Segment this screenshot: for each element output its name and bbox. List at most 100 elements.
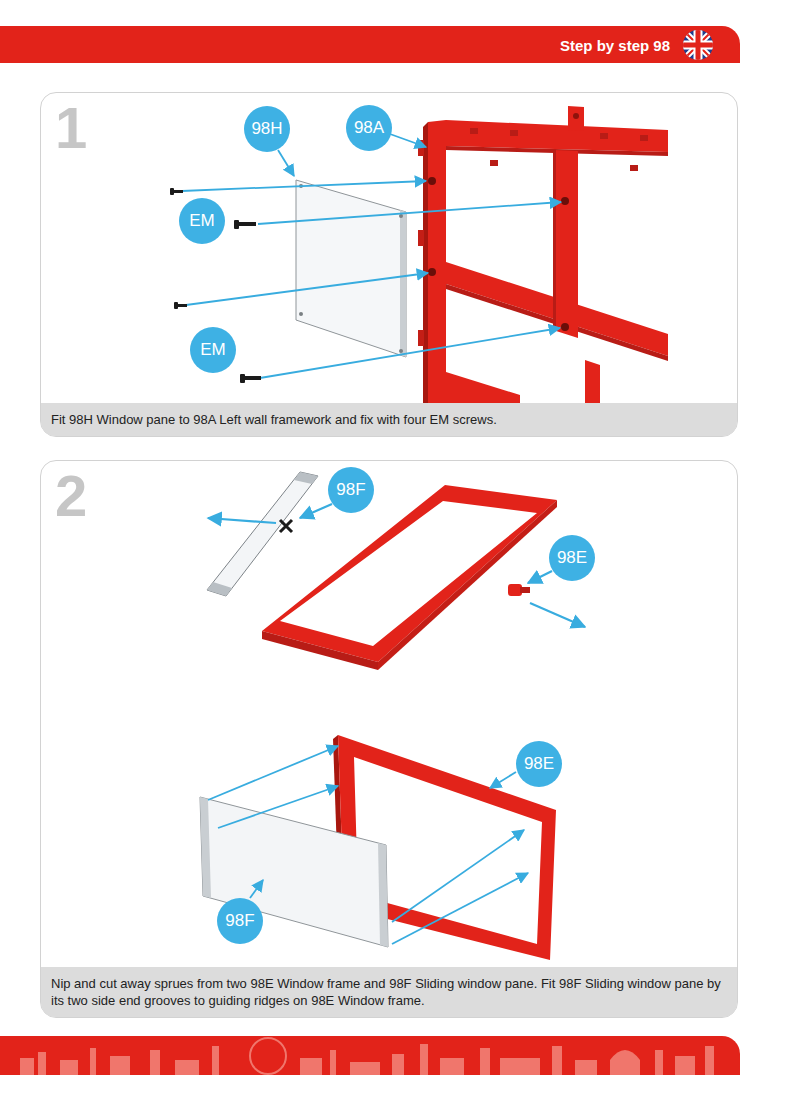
callout-circle: EM <box>190 327 236 373</box>
sliding-window-pane <box>200 797 388 947</box>
sliding-pane-sprue <box>207 472 318 596</box>
caption-text: Fit 98H Window pane to 98A Left wall fra… <box>51 411 727 428</box>
left-wall-framework <box>418 230 424 246</box>
london-skyline <box>38 1052 46 1075</box>
left-wall-framework <box>428 177 436 185</box>
callout-number: 98E <box>557 548 587 568</box>
left-wall-framework <box>428 120 446 408</box>
london-skyline <box>250 1038 286 1074</box>
footer-bar <box>0 1036 740 1075</box>
london-skyline <box>110 1056 130 1075</box>
header-bar <box>0 26 740 63</box>
callout-circle: 98A <box>346 105 392 151</box>
removal-arrows <box>208 518 276 523</box>
london-skyline <box>675 1056 695 1075</box>
london-skyline <box>552 1046 562 1075</box>
callout-number: EM <box>189 211 215 231</box>
assembly-arrows <box>208 746 528 944</box>
window-frame-sprue <box>378 500 557 670</box>
footer-bar <box>0 1036 740 1075</box>
caption-text: Nip and cut away sprues from two 98E Win… <box>51 975 727 1009</box>
em-screws <box>177 304 187 307</box>
assembly-arrows <box>218 786 338 828</box>
removal-arrows <box>528 571 552 583</box>
london-skyline <box>300 1058 322 1075</box>
london-skyline <box>420 1044 428 1075</box>
left-wall-framework <box>573 113 579 119</box>
left-wall-framework <box>585 360 600 405</box>
sliding-window-pane <box>200 797 211 898</box>
left-wall-framework <box>553 150 578 338</box>
left-wall-framework <box>490 160 498 166</box>
left-wall-framework <box>470 128 478 134</box>
callout-number: 98E <box>524 754 554 774</box>
window-frame-sprue <box>508 584 522 596</box>
london-skyline <box>392 1054 404 1075</box>
window-frame-sprue <box>520 587 530 593</box>
left-wall-framework <box>418 140 424 156</box>
screw-arrows <box>182 181 426 191</box>
london-skyline <box>60 1060 78 1075</box>
left-wall-framework <box>428 268 436 276</box>
sliding-window-pane <box>200 797 388 947</box>
uk-flag <box>682 29 714 61</box>
step-number: 2 <box>55 467 87 525</box>
assembly-arrows <box>490 772 516 788</box>
callout-circle: 98H <box>244 106 290 152</box>
left-wall-framework <box>553 150 556 331</box>
window-frame-sprue <box>262 485 557 670</box>
screw-arrows <box>182 134 561 378</box>
screw-arrows <box>260 328 560 378</box>
london-skyline <box>575 1060 597 1075</box>
left-wall-framework <box>561 197 569 205</box>
em-screws <box>238 222 256 226</box>
left-wall-framework <box>418 330 424 346</box>
window-frame-sprue <box>262 631 378 670</box>
sliding-pane-sprue <box>207 472 318 596</box>
assembly-arrows <box>250 880 263 898</box>
screw-arrows <box>390 134 426 147</box>
uk-flag <box>682 29 714 61</box>
uk-flag <box>682 29 714 61</box>
callout-number: EM <box>200 340 226 360</box>
callout-circle: 98F <box>217 898 263 944</box>
step-panel: 198H98AEMEMFit 98H Window pane to 98A Le… <box>40 92 738 437</box>
left-wall-framework <box>561 323 569 331</box>
callout-circle: EM <box>179 198 225 244</box>
london-skyline <box>212 1046 219 1075</box>
callout-circle: 98F <box>328 467 374 513</box>
uk-flag <box>682 29 714 61</box>
london-skyline <box>350 1062 380 1075</box>
london-skyline <box>175 1060 199 1075</box>
page-title: Step by step 98 <box>560 37 670 54</box>
caption-band: Fit 98H Window pane to 98A Left wall fra… <box>41 403 737 436</box>
london-skyline <box>610 1050 640 1075</box>
london-skyline <box>20 1058 34 1075</box>
london-skyline <box>655 1050 663 1075</box>
london-skyline <box>330 1050 336 1075</box>
em-screws <box>244 376 261 380</box>
london-skyline <box>440 1058 464 1075</box>
window-pane <box>296 180 406 357</box>
left-wall-framework <box>640 135 648 141</box>
sliding-pane-sprue <box>280 520 292 532</box>
window-pane <box>299 312 303 316</box>
header-bar <box>0 26 740 63</box>
uk-flag <box>682 29 714 61</box>
step-panel: 2 98F 98E 98E 98F Nip and cut away sprues fro… <box>40 460 738 1018</box>
window-pane <box>400 210 406 357</box>
sliding-pane-sprue <box>207 582 232 596</box>
callout-number: 98A <box>354 118 384 138</box>
left-wall-framework <box>418 106 668 408</box>
london-skyline <box>20 1038 714 1075</box>
london-skyline <box>500 1058 540 1075</box>
caption-band: Nip and cut away sprues from two 98E Win… <box>41 967 737 1017</box>
screw-arrows <box>258 202 561 224</box>
left-wall-framework <box>423 122 428 408</box>
callout-circle: 98E <box>516 741 562 787</box>
london-skyline <box>90 1048 96 1075</box>
assembly-arrows <box>392 830 524 922</box>
london-skyline <box>480 1048 490 1075</box>
